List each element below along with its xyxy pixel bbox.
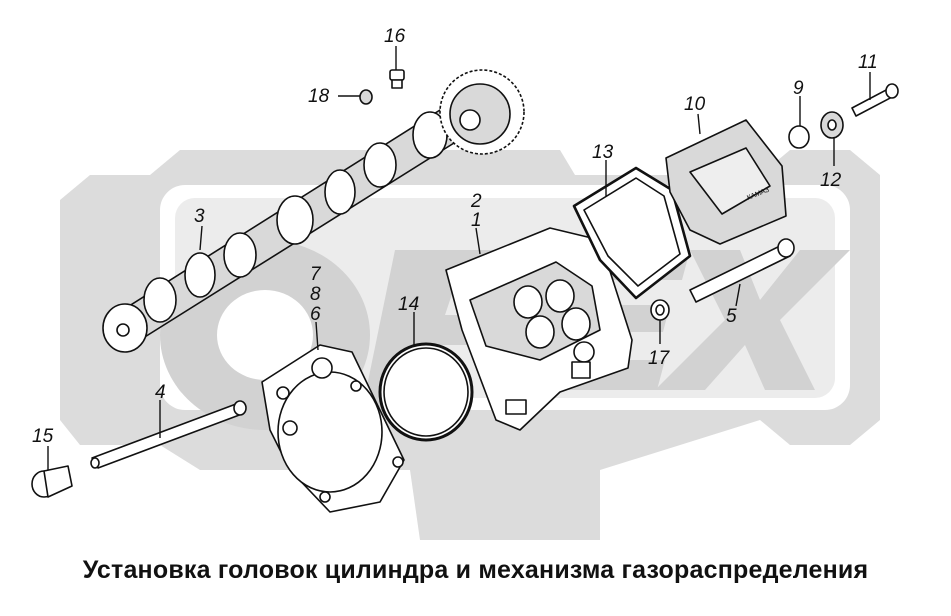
callout-7: 7: [310, 264, 322, 285]
washer-18: [359, 89, 373, 105]
callout-4: 4: [155, 382, 166, 403]
callout-13: 13: [592, 142, 614, 163]
bolt-11: [851, 83, 899, 117]
washer-9: [788, 125, 810, 149]
bolt-15: [31, 465, 73, 498]
cylinder-head: [445, 227, 633, 431]
camshaft-assembly: [102, 69, 525, 353]
callout-14: 14: [398, 294, 419, 315]
callout-17: 17: [648, 348, 671, 369]
pushrod-4: [90, 400, 247, 469]
callout-1: 1: [471, 210, 482, 231]
valve-springs: [513, 279, 591, 349]
o-ring-14: [378, 342, 474, 442]
callout-5: 5: [726, 306, 737, 327]
callout-3: 3: [194, 206, 205, 227]
watermark-text: ОРЕХ: [491, 382, 519, 393]
callout-numbers: 1 2 3 4 5 6 7 8 9 10 11 12 13 14 15 16 1…: [32, 26, 878, 447]
callout-18: 18: [308, 86, 330, 107]
diagram-caption: Установка головок цилиндра и механизма г…: [82, 556, 869, 584]
washer-17: [650, 299, 670, 321]
callout-15: 15: [32, 426, 54, 447]
callout-2: 2: [470, 191, 482, 212]
camshaft-end-bore: [116, 323, 130, 337]
callout-8: 8: [310, 284, 321, 305]
bolt-16: [389, 69, 405, 89]
leader-lines: [47, 46, 871, 470]
stud-5: [689, 238, 795, 303]
callout-9: 9: [793, 78, 804, 99]
callout-11: 11: [858, 52, 878, 73]
head-cover-10: КАМАЗ: [665, 119, 787, 245]
callout-10: 10: [684, 94, 706, 115]
callout-12: 12: [820, 170, 842, 191]
cover-gasket-13: [572, 166, 692, 300]
head-gasket: [261, 344, 405, 513]
callout-16: 16: [384, 26, 406, 47]
washer-12: [820, 111, 844, 139]
callout-6: 6: [310, 304, 321, 325]
